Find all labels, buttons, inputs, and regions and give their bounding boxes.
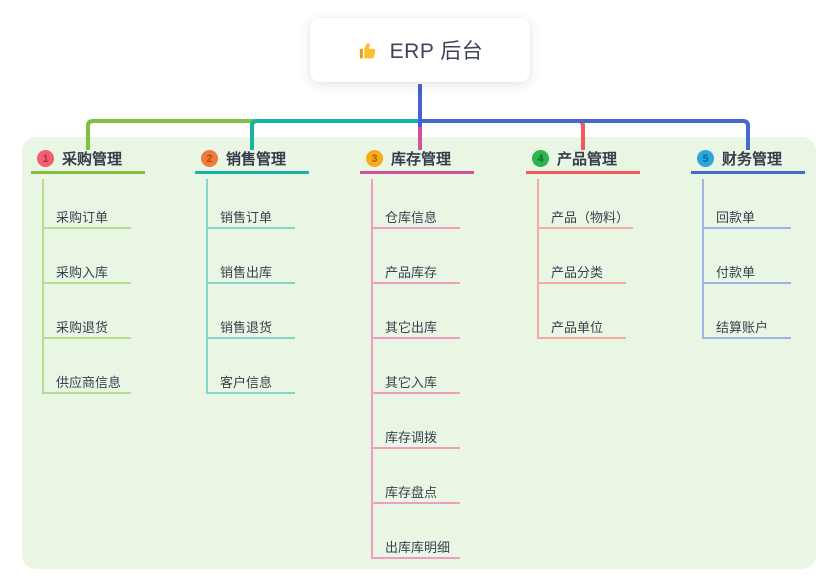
child-connector-line (371, 179, 373, 559)
branch-node-4[interactable]: 4 产品管理 (526, 150, 640, 174)
child-node-label: 采购退货 (56, 319, 109, 335)
branch-title: 库存管理 (391, 151, 452, 168)
child-node-label: 其它入库 (385, 374, 438, 390)
root-node[interactable]: ERP 后台 (310, 18, 530, 82)
branch-node-5[interactable]: 5 财务管理 (691, 150, 805, 174)
child-node[interactable]: 回款单 (702, 205, 791, 229)
branch-title: 销售管理 (226, 151, 287, 168)
child-connector-line (206, 179, 208, 394)
child-node-label: 回款单 (716, 209, 756, 225)
branch-node-3[interactable]: 3 库存管理 (360, 150, 474, 174)
child-node-label: 销售退货 (220, 319, 273, 335)
child-node[interactable]: 其它入库 (371, 370, 460, 394)
child-node[interactable]: 其它出库 (371, 315, 460, 339)
child-node[interactable]: 销售退货 (206, 315, 295, 339)
child-node[interactable]: 产品库存 (371, 260, 460, 284)
child-node[interactable]: 库存调拨 (371, 425, 460, 449)
child-node-label: 产品分类 (551, 264, 604, 280)
child-node[interactable]: 产品单位 (537, 315, 626, 339)
child-node[interactable]: 结算账户 (702, 315, 791, 339)
child-connector-line (42, 179, 44, 394)
branch-title: 财务管理 (722, 151, 783, 168)
child-node-label: 销售出库 (220, 264, 273, 280)
branch-number-badge: 5 (697, 150, 714, 167)
branch-node-1[interactable]: 1 采购管理 (31, 150, 145, 174)
branch-title: 采购管理 (62, 151, 123, 168)
child-node-label: 供应商信息 (56, 374, 122, 390)
child-node-label: 仓库信息 (385, 209, 438, 225)
child-connector-line (537, 179, 539, 339)
branch-title: 产品管理 (557, 151, 618, 168)
child-node[interactable]: 库存盘点 (371, 480, 460, 504)
child-node[interactable]: 仓库信息 (371, 205, 460, 229)
root-node-label: ERP 后台 (389, 40, 484, 63)
child-node-label: 出库库明细 (385, 539, 451, 555)
child-node-label: 结算账户 (716, 319, 769, 335)
child-node-label: 采购入库 (56, 264, 109, 280)
child-node[interactable]: 产品（物料） (537, 205, 634, 229)
child-node-label: 其它出库 (385, 319, 438, 335)
child-node[interactable]: 出库库明细 (371, 535, 460, 559)
child-node-label: 销售订单 (220, 209, 273, 225)
branch-number-badge: 3 (366, 150, 383, 167)
child-node-label: 产品单位 (551, 319, 604, 335)
child-node-label: 产品（物料） (551, 209, 630, 225)
child-node[interactable]: 付款单 (702, 260, 791, 284)
branch-number-badge: 1 (37, 150, 54, 167)
child-node[interactable]: 销售订单 (206, 205, 295, 229)
child-connector-line (702, 179, 704, 339)
child-node-label: 付款单 (716, 264, 756, 280)
child-node[interactable]: 采购退货 (42, 315, 131, 339)
child-node[interactable]: 产品分类 (537, 260, 626, 284)
branch-node-2[interactable]: 2 销售管理 (195, 150, 309, 174)
child-node[interactable]: 采购入库 (42, 260, 131, 284)
child-node-label: 产品库存 (385, 264, 438, 280)
branch-number-badge: 4 (532, 150, 549, 167)
thumbs-up-icon (359, 42, 376, 58)
child-node-label: 采购订单 (56, 209, 109, 225)
branches-panel (22, 137, 816, 569)
child-node[interactable]: 客户信息 (206, 370, 295, 394)
child-node-label: 库存盘点 (385, 484, 438, 500)
child-node-label: 客户信息 (220, 374, 273, 390)
child-node-label: 库存调拨 (385, 429, 438, 445)
child-node[interactable]: 采购订单 (42, 205, 131, 229)
branch-number-badge: 2 (201, 150, 218, 167)
child-node[interactable]: 供应商信息 (42, 370, 131, 394)
child-node[interactable]: 销售出库 (206, 260, 295, 284)
